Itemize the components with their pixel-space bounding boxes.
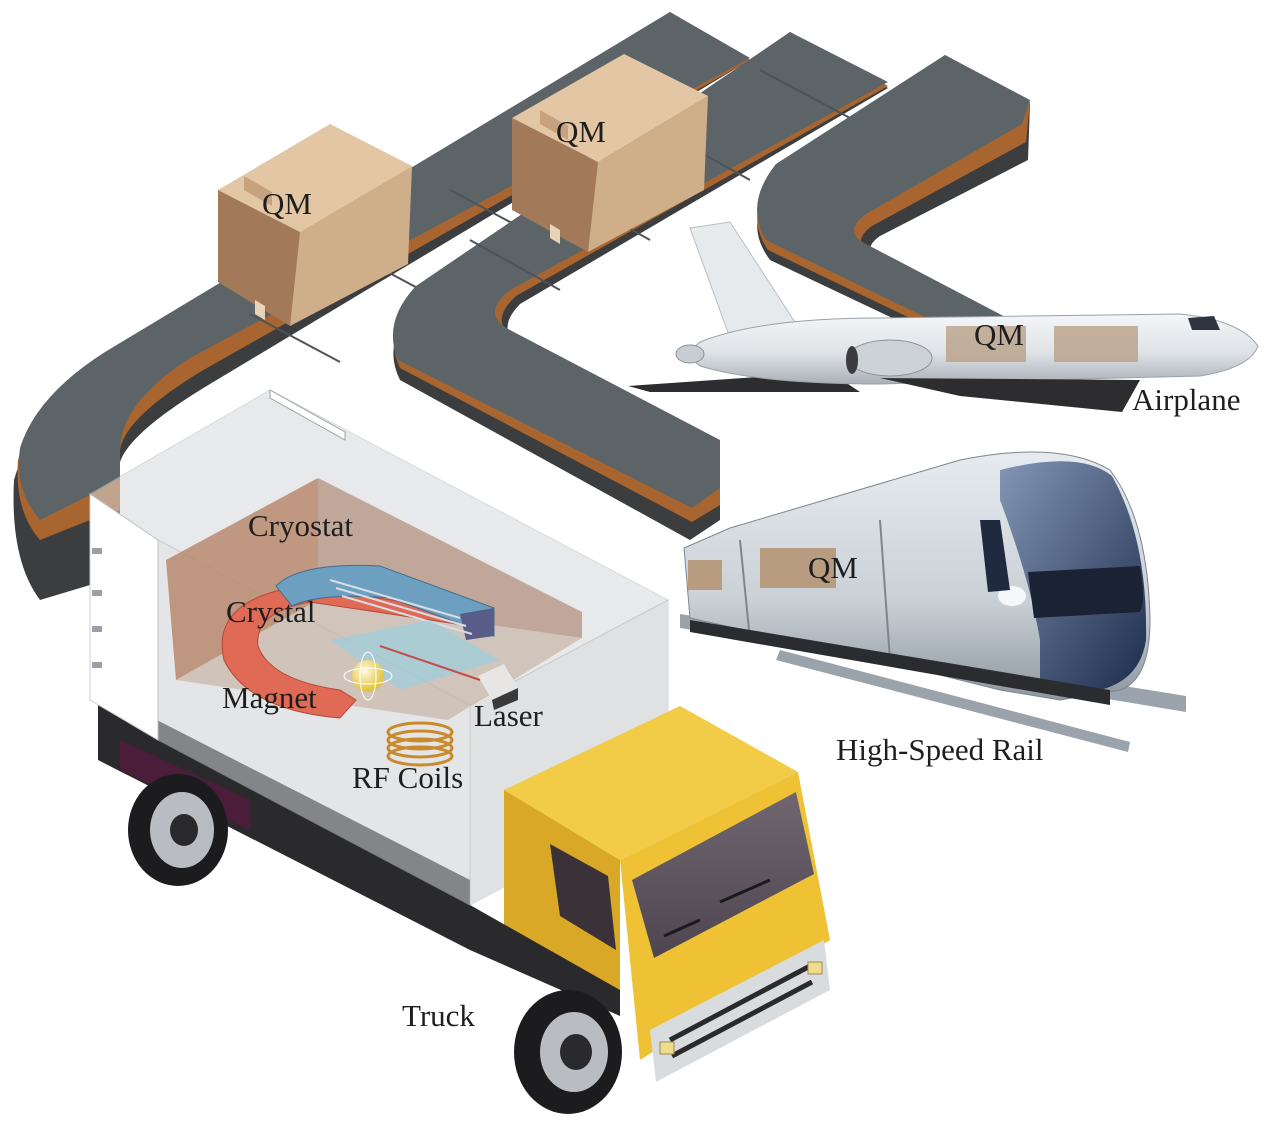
airplane-cargo-box-2 [1054,326,1138,362]
qm-box-1-label: QM [262,186,312,221]
label-rf-coils: RF Coils [352,760,463,795]
label-cryostat: Cryostat [248,508,353,543]
qm-box-2-label: QM [556,114,606,149]
truck-front-wheel [514,990,622,1114]
train-cargo-box-2 [760,548,836,588]
truck-headlight-right [807,961,823,975]
label-truck: Truck [402,998,475,1033]
truck-cab-top [504,706,798,860]
rf-coils [386,721,454,767]
train-qm-label: QM [808,550,858,585]
truck-windshield [632,792,814,958]
qm-box-1: QM [218,124,412,326]
airplane-cargo-box-1 [946,326,1026,362]
laser [379,645,518,710]
train-cargo-box-1 [688,560,722,590]
train-windshield [1028,566,1143,618]
label-airplane: Airplane [1132,382,1240,417]
cryostat-back-wall [166,478,318,680]
airplane-windshield [1188,316,1220,330]
conveyor-belt-right [757,55,1050,350]
train-headlight [998,586,1026,606]
truck-rear-wheel [128,774,228,886]
magnet [221,585,357,719]
high-speed-train: QM [680,451,1186,752]
label-crystal: Crystal [226,594,316,629]
airplane: QM [628,221,1259,412]
label-laser: Laser [474,698,544,733]
airplane-qm-label: QM [974,317,1024,352]
qm-box-2: QM [512,54,708,252]
atom-icon [343,651,393,701]
truck: Cryostat Magnet Crystal Laser [89,389,830,1114]
airplane-engine [847,339,933,377]
truck-headlight-left [659,1041,675,1055]
label-high-speed-rail: High-Speed Rail [836,732,1044,767]
label-magnet: Magnet [222,680,317,715]
